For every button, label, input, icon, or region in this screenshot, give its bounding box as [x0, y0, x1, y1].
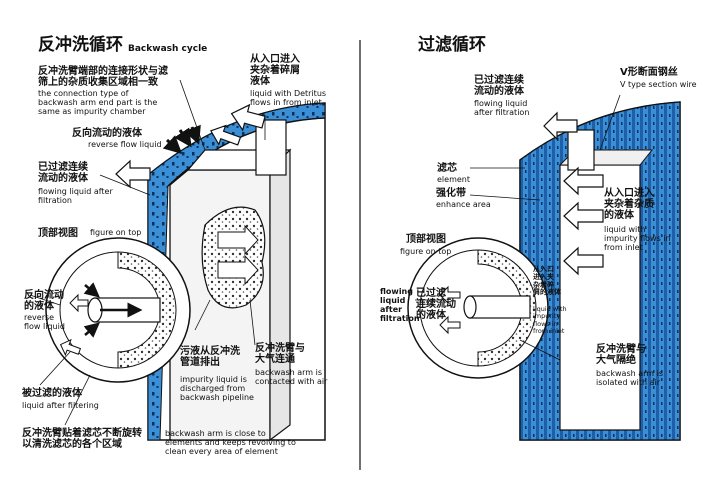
circle-inlet-label-zh: 从入口 进入夹 杂着碎 屑的液体 [533, 265, 561, 297]
liquid-filtering-label-en: liquid after filtering [22, 401, 99, 410]
left-filtered-label-zh: 已过滤连续 流动的液体 [38, 162, 88, 185]
circle-reverse-label-zh: 反向流动 的液体 [24, 290, 64, 313]
circle-flowing-label-zh: 已过滤 连续流动 的液体 [416, 288, 456, 322]
air-label-en: backwash arm is contacted with air [255, 368, 328, 386]
left-vessel [115, 102, 326, 442]
connection-label-en: the connection type of backwash arm end … [38, 89, 158, 116]
v-wire-label-en: V type section wire [620, 80, 697, 89]
liquid-filtering-label-zh: 被过滤的液体 [22, 388, 82, 399]
isolated-label-zh: 反冲洗臂与 大气隔绝 [596, 344, 646, 367]
air-label-zh: 反冲洗臂与 大气连通 [255, 343, 305, 366]
reverse-flow-label-zh: 反向流动的液体 [72, 128, 142, 139]
isolated-label-en: backwash arm is isolated with air [596, 369, 664, 387]
circle-reverse-label-en: reverse flow liquid [24, 313, 65, 331]
element-label-en: element [437, 175, 470, 184]
element-label-zh: 滤芯 [437, 163, 457, 174]
v-wire-label-zh: V形断面钢丝 [620, 67, 678, 78]
left-callout-lines [99, 79, 266, 346]
left-top-view-en: figure on top [90, 228, 142, 237]
revolve-label-zh: 反冲洗臂贴着滤芯不断旋转 以清洗滤芯的各个区域 [22, 428, 142, 451]
left-top-view-zh: 顶部视图 [38, 228, 78, 239]
right-filtered-label-zh: 已过滤连续 流动的液体 [474, 75, 524, 98]
revolve-label-en: backwash arm is close to elements and ke… [165, 429, 296, 456]
left-inlet-label-en: liquid with Detritus flows in from inlet [250, 89, 327, 107]
left-top-view [29, 237, 191, 426]
left-inlet-label-zh: 从入口进入 夹杂着碎屑 液体 [250, 54, 300, 88]
right-filtered-label-en: flowing liquid after filtration [474, 99, 530, 117]
right-top-view-en: figure on top [400, 247, 452, 256]
right-top-view [407, 237, 561, 379]
reverse-flow-label-en: reverse flow liquid [88, 140, 162, 149]
circle-flowing-label-en: flowing liquid after filtration [380, 287, 420, 323]
connection-label-zh: 反冲洗臂端部的连接形状与滤 筛上的杂质收集区域相一致 [38, 66, 168, 89]
right-vessel [519, 101, 681, 441]
right-title-zh: 过滤循环 [418, 35, 486, 55]
right-callout-lines [469, 94, 621, 201]
discharge-label-en: impurity liquid is discharged from backw… [180, 375, 254, 402]
left-title-zh: 反冲洗循环 [38, 35, 123, 55]
enhance-label-en: enhance area [436, 200, 491, 209]
discharge-label-zh: 污液从反冲洗 管道排出 [180, 346, 240, 369]
right-inlet-label-zh: 从入口进入 夹杂着杂质 的液体 [604, 188, 654, 222]
left-filtered-label-en: flowing liquid after filtration [38, 187, 113, 205]
circle-inlet-label-en: liquid with impurity flows in from inlet [533, 305, 567, 335]
right-inlet-label-en: liquid with impurity flows in from inlet [604, 225, 671, 252]
enhance-label-zh: 强化带 [436, 188, 466, 199]
right-top-view-zh: 顶部视图 [406, 234, 446, 245]
left-title-en: Backwash cycle [128, 44, 208, 54]
